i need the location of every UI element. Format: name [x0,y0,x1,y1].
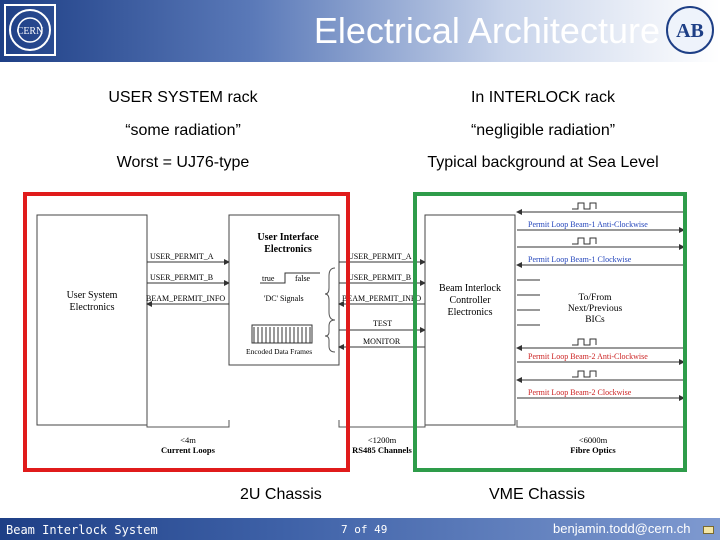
user-system-label-1: User System [67,290,118,301]
user-rack-frame [23,192,350,472]
distance-left-1: <4m [180,435,196,445]
to-from-label-1: To/From [578,293,612,303]
user-interface-box [228,214,340,366]
footer-title: Beam Interlock System [6,523,158,537]
signal-mid-label: USER_PERMIT_A [348,252,412,261]
bic-label-2: Controller [449,295,491,306]
distance-right-2: Fibre Optics [570,445,616,455]
mail-icon[interactable] [703,526,714,534]
right-background: Typical background at Sea Level [427,154,659,171]
architecture-diagram: User System Electronics USER_PERMIT_A US… [23,192,687,472]
left-radiation: “some radiation” [125,122,241,139]
left-chassis-label: 2U Chassis [240,486,322,503]
left-location: USER SYSTEM rack [108,89,258,106]
user-interface-label-2: Electronics [264,244,312,255]
brace-dc [324,267,336,321]
signal-mid-label: MONITOR [363,337,401,346]
false-label: false [295,274,311,283]
signal-mid-label: TEST [373,319,392,328]
user-system-label-2: Electronics [70,302,115,313]
permit-loop-label: Permit Loop Beam-1 Clockwise [528,255,632,264]
signals-left: USER_PERMIT_A USER_PERMIT_B BEAM_PERMIT_… [146,252,230,307]
dc-signals-label: 'DC' Signals [264,294,304,303]
dc-signal-graphic: true false 'DC' Signals [260,272,320,303]
distance-brackets: <4m Current Loops <1200m RS485 Channels … [146,420,685,455]
distance-mid-2: RS485 Channels [352,445,412,455]
footer-band [0,518,720,540]
cern-logo-text: CERN [17,26,44,37]
cern-logo: CERN [4,4,56,61]
encoded-frames-label: Encoded Data Frames [246,347,312,356]
permit-loops: Permit Loop Beam-1 Anti-Clockwise Permit… [516,202,685,401]
distance-mid-1: <1200m [368,435,397,445]
header-band [0,0,720,62]
permit-loop-label: Permit Loop Beam-2 Clockwise [528,388,632,397]
signals-mid: USER_PERMIT_A USER_PERMIT_B BEAM_PERMIT_… [338,252,426,350]
permit-loop-label: Permit Loop Beam-2 Anti-Clockwise [528,352,648,361]
page-number: 7 of 49 [341,523,388,536]
to-from-label-2: Next/Previous [568,304,623,314]
signal-left-label: USER_PERMIT_B [150,273,213,282]
permit-loop-label: Permit Loop Beam-1 Anti-Clockwise [528,220,648,229]
distance-left-2: Current Loops [161,445,216,455]
signal-mid-label: BEAM_PERMIT_INFO [342,294,421,303]
signal-left-label: BEAM_PERMIT_INFO [146,294,225,303]
distance-right-1: <6000m [579,435,608,445]
left-worst: Worst = UJ76-type [116,154,250,171]
right-radiation: “negligible radiation” [470,122,616,139]
signal-mid-label: USER_PERMIT_B [348,273,411,282]
page-title: Electrical Architecture [313,10,660,51]
encoded-frames-graphic: Encoded Data Frames [246,324,313,356]
right-chassis-label: VME Chassis [489,486,586,503]
signal-left-label: USER_PERMIT_A [150,252,214,261]
bic-label-3: Electronics [448,307,493,318]
user-interface-label-1: User Interface [257,232,319,243]
interlock-rack-frame [413,192,687,472]
bic-label-1: Beam Interlock [439,283,501,294]
to-from-label-3: BICs [585,315,605,325]
ab-logo: AB [664,4,716,61]
ab-logo-text: AB [676,20,704,42]
user-system-box [36,214,148,426]
brace-frames [324,319,336,353]
author-email[interactable]: benjamin.todd@cern.ch [553,521,691,536]
true-label: true [262,274,275,283]
right-location: In INTERLOCK rack [470,89,616,106]
bic-box [424,214,516,426]
